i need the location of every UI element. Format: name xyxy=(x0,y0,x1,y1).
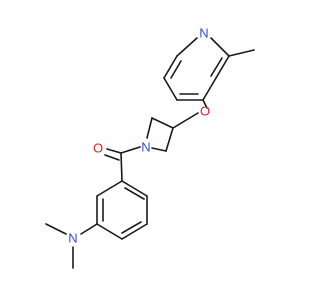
molecule-structure-diagram: N O N O N xyxy=(45,26,255,269)
bond-n-methyl-left xyxy=(45,223,67,235)
bond-n-c2 xyxy=(210,37,230,57)
bond-b1-b2 xyxy=(121,180,148,197)
bond-carbonyl-c-o-double xyxy=(104,154,120,161)
azetidine-ring xyxy=(146,117,174,152)
bond-b4-b5 xyxy=(96,223,123,240)
bond-carbonyl-c-ring xyxy=(120,152,123,182)
bond-c3az-c4az xyxy=(165,127,174,152)
ether-oxygen-label: O xyxy=(200,104,210,119)
benzene-ring xyxy=(96,180,148,240)
bond-c2-c3-double xyxy=(210,57,223,77)
bond-c6-c7 xyxy=(163,55,178,79)
bond-o-c3az xyxy=(172,112,199,129)
bond-carbonyl-c-o xyxy=(106,148,122,154)
bond-b5-n xyxy=(80,223,98,235)
ether-linkage xyxy=(172,99,208,129)
azetidine-nitrogen-label: N xyxy=(141,140,150,155)
bond-c2az-n xyxy=(146,117,153,139)
bond-c4az-n xyxy=(151,147,167,152)
dimethylamine-nitrogen-label: N xyxy=(68,231,77,246)
bond-c2-methyl xyxy=(228,49,255,57)
pyridine-nitrogen-label: N xyxy=(199,26,208,41)
bond-c7-n xyxy=(176,37,198,57)
carbonyl-linkage xyxy=(104,146,141,182)
bond-c6-c7-double xyxy=(170,60,182,79)
carbonyl-oxygen-label: O xyxy=(93,141,103,156)
dimethylamino-group xyxy=(45,223,98,269)
bond-b6-b1 xyxy=(96,180,123,197)
pyridine-ring xyxy=(163,37,255,101)
bond-c3az-c2az xyxy=(151,117,174,129)
bond-n-carbonyl-c xyxy=(120,146,141,154)
bond-c2-c3 xyxy=(215,55,230,79)
bond-c3-c4 xyxy=(202,77,217,101)
bond-b3-b4-double xyxy=(121,221,142,234)
bond-c4-o xyxy=(202,99,208,109)
bond-c5-c6 xyxy=(163,77,178,101)
bond-b1-b2-double xyxy=(124,187,145,200)
bond-b3-b4 xyxy=(121,223,148,240)
